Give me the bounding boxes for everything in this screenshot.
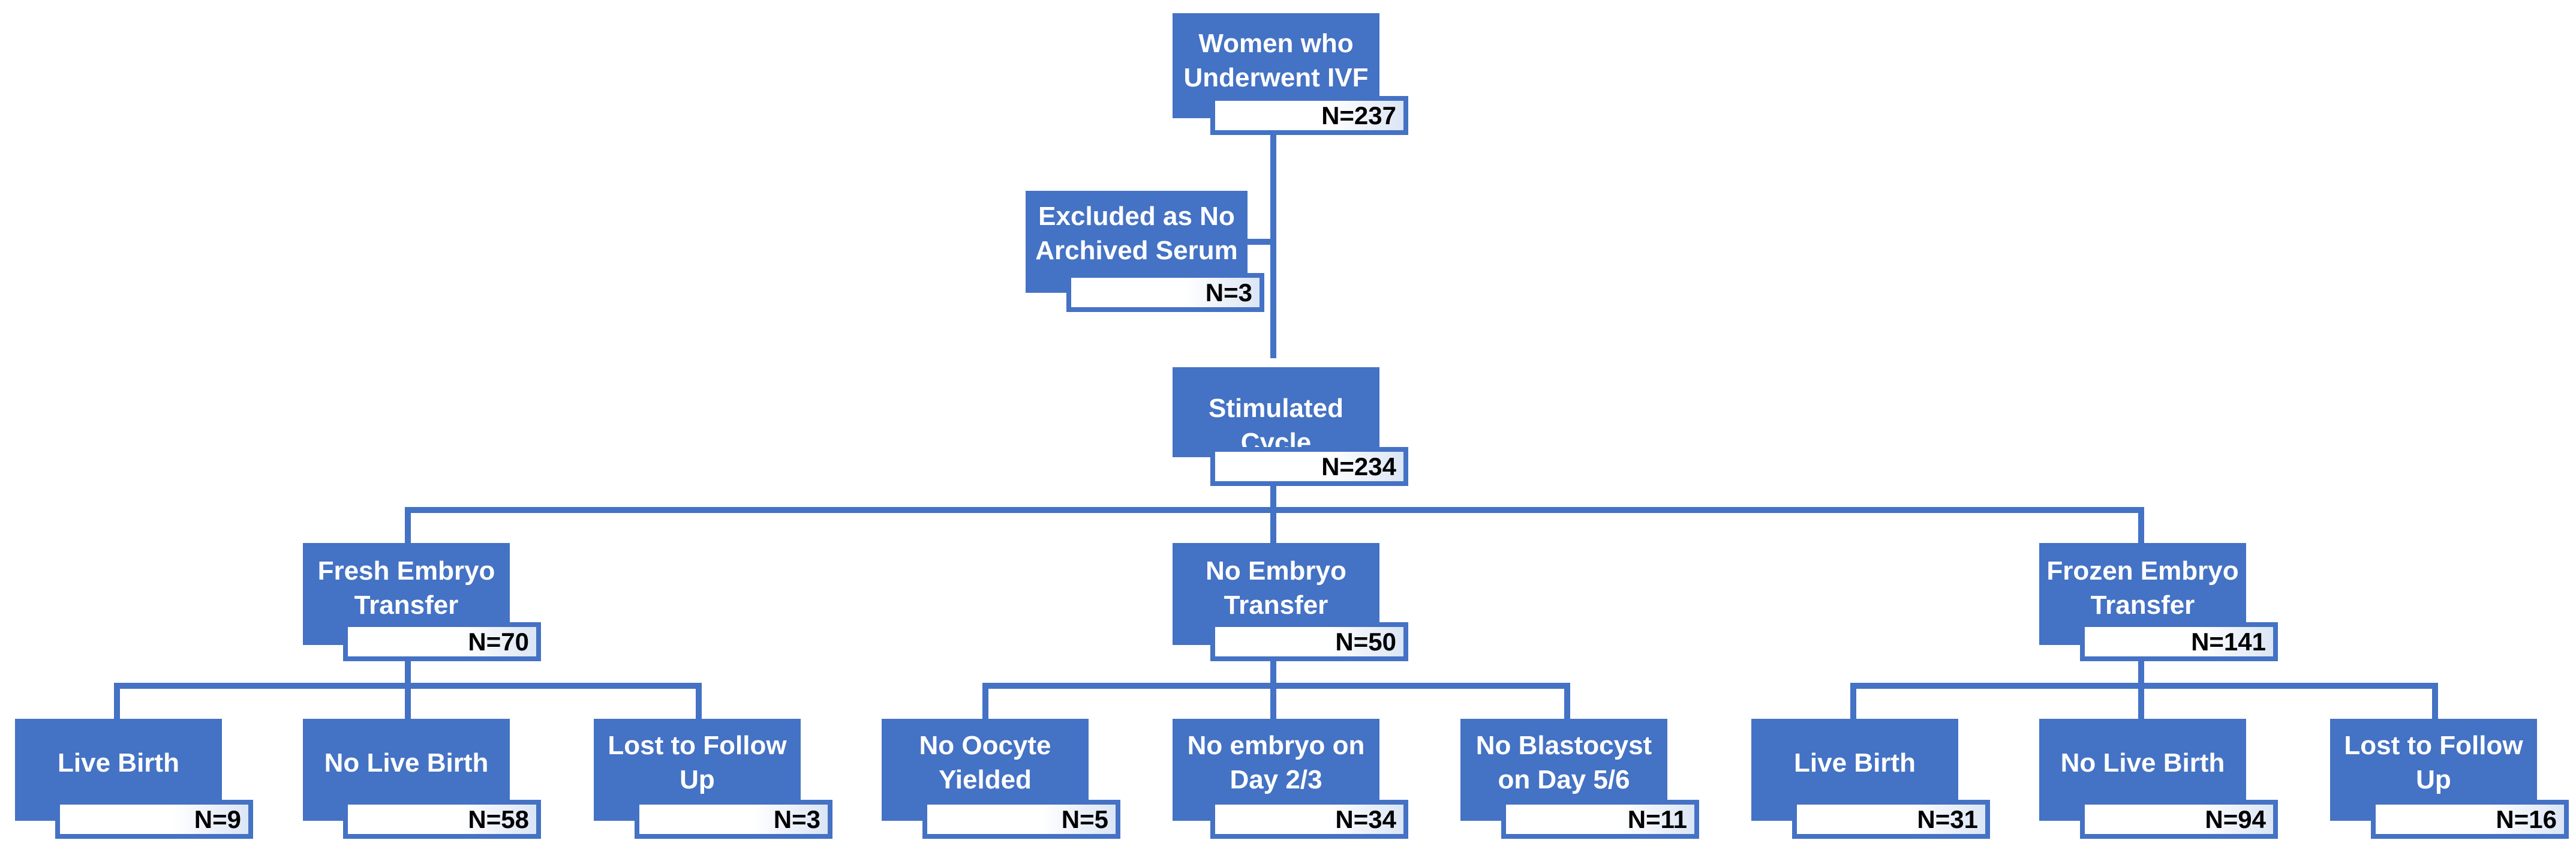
connector-noembryo-horizontal: [982, 683, 1570, 689]
connector-fresh-lost-drop: [696, 683, 702, 719]
connector-day56-drop: [1564, 683, 1570, 719]
connector-fresh-drop: [405, 507, 411, 543]
excluded-count: N=3: [1066, 273, 1264, 312]
connector-fresh-nolive-drop: [405, 683, 411, 719]
connector-noembryo-drop: [1270, 507, 1276, 543]
no-oocyte-count: N=5: [922, 800, 1120, 839]
frozen-title: Frozen Embryo Transfer: [2046, 556, 2239, 620]
no-embryo-title: No Embryo Transfer: [1206, 556, 1346, 620]
frozen-count: N=141: [2080, 622, 2278, 661]
connector-frozen-nolive-drop: [2138, 683, 2144, 719]
frozen-no-live-birth-title: No Live Birth: [2060, 748, 2225, 778]
fresh-live-birth-title: Live Birth: [58, 748, 179, 778]
stimulated-count: N=234: [1210, 447, 1408, 486]
connector-fresh-live-drop: [114, 683, 120, 719]
connector-noembryo-down: [1270, 660, 1276, 686]
connector-excluded: [1245, 239, 1273, 245]
root-title: Women who Underwent IVF: [1183, 29, 1369, 93]
fresh-lost-title: Lost to Follow Up: [608, 731, 787, 795]
fresh-no-live-birth-count: N=58: [343, 800, 541, 839]
connector-day23-drop: [1270, 683, 1276, 719]
frozen-lost-count: N=16: [2371, 800, 2569, 839]
stimulated-title: Stimulated Cycle: [1209, 394, 1343, 458]
root-count: N=237: [1210, 96, 1408, 135]
fresh-live-birth-count: N=9: [55, 800, 253, 839]
frozen-lost-title: Lost to Follow Up: [2344, 731, 2523, 795]
no-day56-count: N=11: [1501, 800, 1699, 839]
connector-frozen-drop: [2138, 507, 2144, 543]
frozen-no-live-birth-count: N=94: [2080, 800, 2278, 839]
connector-frozen-down: [2138, 660, 2144, 686]
frozen-live-birth-title: Live Birth: [1794, 748, 1916, 778]
no-day23-count: N=34: [1210, 800, 1408, 839]
fresh-lost-count: N=3: [635, 800, 832, 839]
connector-frozen-horizontal: [1850, 683, 2438, 689]
connector-frozen-lost-drop: [2432, 683, 2438, 719]
connector-stimulated-down: [1270, 485, 1276, 510]
fresh-count: N=70: [343, 622, 541, 661]
fresh-title: Fresh Embryo Transfer: [317, 556, 495, 620]
no-day56-title: No Blastocyst on Day 5/6: [1475, 731, 1652, 795]
connector-root-down: [1270, 135, 1276, 358]
connector-frozen-live-drop: [1850, 683, 1856, 719]
connector-fresh-down: [405, 660, 411, 686]
no-oocyte-title: No Oocyte Yielded: [919, 731, 1051, 795]
excluded-title: Excluded as No Archived Serum: [1035, 202, 1238, 266]
stimulated-box: Stimulated Cycle: [1173, 367, 1379, 457]
connector-oocyte-drop: [982, 683, 988, 719]
fresh-no-live-birth-title: No Live Birth: [324, 748, 489, 778]
frozen-live-birth-count: N=31: [1792, 800, 1990, 839]
no-day23-title: No embryo on Day 2/3: [1187, 731, 1365, 795]
no-embryo-count: N=50: [1210, 622, 1408, 661]
